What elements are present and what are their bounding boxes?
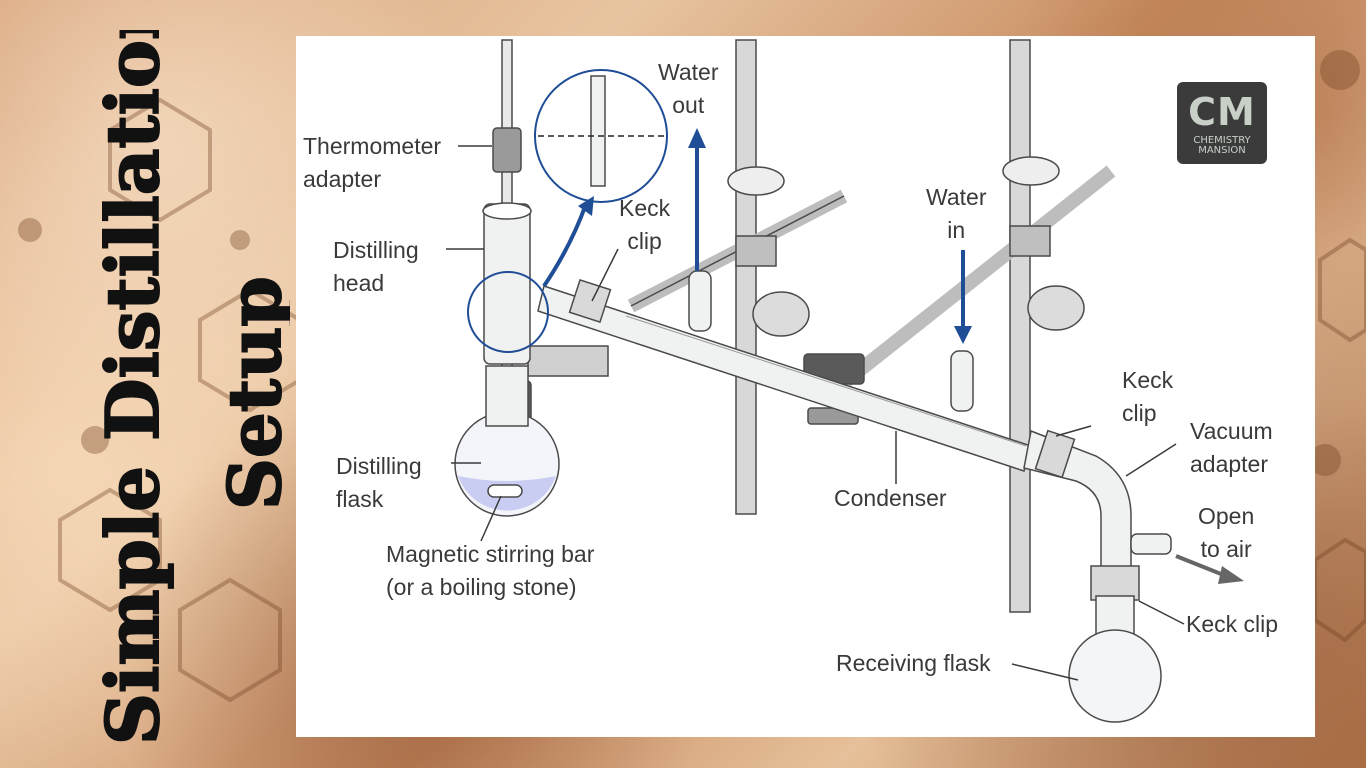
receiving-flask-glass [1068,595,1162,723]
condenser-glass [537,270,1032,472]
label-keck-clip-2: Keck clip [1122,364,1173,430]
label-distilling-flask: Distilling flask [336,450,422,516]
label-receiving-flask: Receiving flask [836,650,991,676]
logo-line-2: MANSION [1198,145,1246,156]
label-line: head [333,270,385,296]
label-line: clip [627,228,662,254]
distilling-flask-glass [454,365,560,517]
title-line-1: Simple Distillation [90,30,175,745]
distilling-head-glass [482,202,532,365]
chemistry-mansion-logo: CM CHEMISTRY MANSION [1177,82,1267,164]
label-line: Keck [619,195,671,221]
label-condenser: Condenser [834,485,947,511]
label-line: flask [336,486,384,512]
vacuum-adapter-glass [1023,429,1172,601]
label-line: Water [658,59,719,85]
page-title: Simple Distillation Setup [40,0,298,760]
label-line: adapter [303,166,382,192]
label-line: (or a boiling stone) [386,574,577,600]
label-line: Magnetic stirring bar [386,541,595,567]
title-line-2: Setup [212,276,290,510]
label-line: out [672,92,705,118]
logo-initials: CM [1188,90,1256,134]
label-line: Distilling [336,453,422,479]
label-line: in [947,217,966,243]
label-water-out: Water out [658,56,719,122]
thermometer-zoom-inset [467,69,668,353]
leader-lines [446,145,1185,681]
label-keck-clip-1: Keck clip [619,192,670,258]
distillation-apparatus [446,39,1244,723]
label-line: Thermometer [303,133,442,159]
label-open-to-air: Open to air [1198,500,1254,566]
label-line: Open [1198,503,1255,529]
label-line: to air [1200,536,1252,562]
label-water-in: Water in [926,181,987,247]
clamps [500,156,1116,432]
label-line: Keck [1122,367,1174,393]
label-line: Water [926,184,987,210]
label-line: adapter [1190,451,1269,477]
label-stirring-bar: Magnetic stirring bar (or a boiling ston… [386,538,594,604]
label-vacuum-adapter: Vacuum adapter [1190,415,1273,481]
label-line: clip [1122,400,1157,426]
label-thermometer-adapter: Thermometer adapter [303,130,441,196]
water-flow-arrows [688,128,1244,584]
label-line: Distilling [333,237,419,263]
label-line: Vacuum [1190,418,1273,444]
logo-line-1: CHEMISTRY [1193,135,1251,146]
diagram-panel: Thermometer adapter Distilling head Dist… [296,36,1315,737]
label-keck-clip-3: Keck clip [1186,611,1279,637]
label-distilling-head: Distilling head [333,234,419,300]
